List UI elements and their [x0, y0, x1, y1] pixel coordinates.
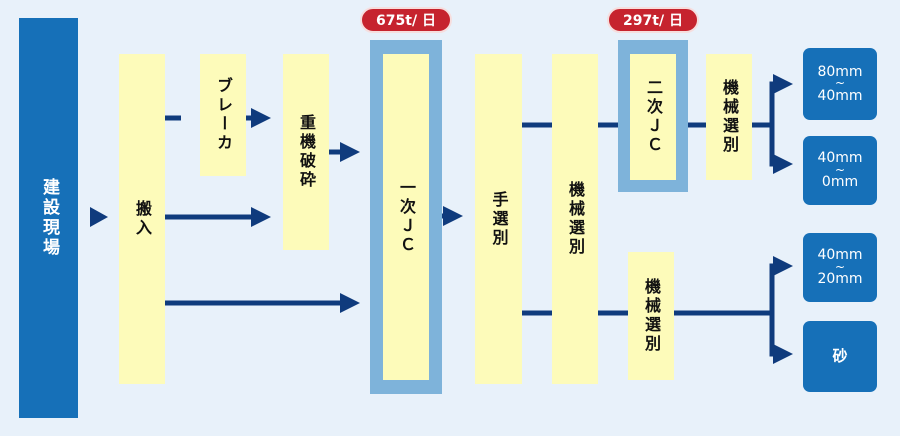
output-40-0mm: 40mm ~ 0mm: [803, 136, 877, 205]
construction-site-label: 建設現場: [39, 178, 59, 258]
output-80-40mm: 80mm ~ 40mm: [803, 48, 877, 120]
output-40-20mm-bottom: 20mm: [817, 271, 863, 288]
output-40-20mm: 40mm ~ 20mm: [803, 233, 877, 302]
primary-jc-box: 一次ＪＣ: [383, 54, 429, 380]
primary-capacity-text: 675t/ 日: [376, 13, 436, 29]
mechanical-sort-label-3: 機械選別: [642, 278, 661, 354]
secondary-jc-label: 二次ＪＣ: [644, 79, 663, 155]
mechanical-sort-label-1: 機械選別: [566, 181, 585, 257]
carry-in-box: 搬入: [119, 54, 165, 384]
output-40-20mm-top: 40mm: [817, 247, 863, 264]
secondary-capacity-badge: 297t/ 日: [607, 7, 699, 33]
fork-lower: [769, 263, 784, 313]
mechanical-sort-label-2: 機械選別: [720, 79, 739, 155]
hand-sort-label: 手選別: [489, 190, 509, 248]
output-80-40mm-sep: ~: [834, 76, 846, 91]
output-40-0mm-sep: ~: [834, 162, 846, 177]
output-sand: 砂: [803, 321, 877, 392]
mechanical-sort-box-2: 機械選別: [706, 54, 752, 180]
output-sand-label: 砂: [832, 346, 848, 365]
secondary-capacity-text: 297t/ 日: [623, 13, 683, 29]
hand-sort-box: 手選別: [475, 54, 522, 384]
breaker-label: ブレーカ: [214, 77, 233, 153]
primary-capacity-badge: 675t/ 日: [360, 7, 452, 33]
carry-in-label: 搬入: [133, 200, 152, 238]
fork-upper: [769, 81, 784, 125]
output-80-40mm-bottom: 40mm: [817, 87, 863, 104]
heavy-crushing-label: 重機破砕: [297, 114, 316, 190]
output-40-20mm-sep: ~: [834, 259, 846, 274]
output-40-0mm-top: 40mm: [817, 150, 863, 167]
mechanical-sort-box-1: 機械選別: [552, 54, 598, 384]
output-80-40mm-top: 80mm: [817, 63, 863, 80]
output-40-0mm-bottom: 0mm: [821, 174, 859, 191]
mechanical-sort-box-3: 機械選別: [628, 252, 674, 380]
primary-jc-label: 一次ＪＣ: [397, 179, 416, 255]
construction-site: 建設現場: [19, 18, 78, 418]
heavy-crushing-box: 重機破砕: [283, 54, 329, 250]
secondary-jc-box: 二次ＪＣ: [630, 54, 676, 180]
breaker-box: ブレーカ: [200, 54, 246, 176]
arrow-site-to-carry-in: [90, 207, 108, 227]
